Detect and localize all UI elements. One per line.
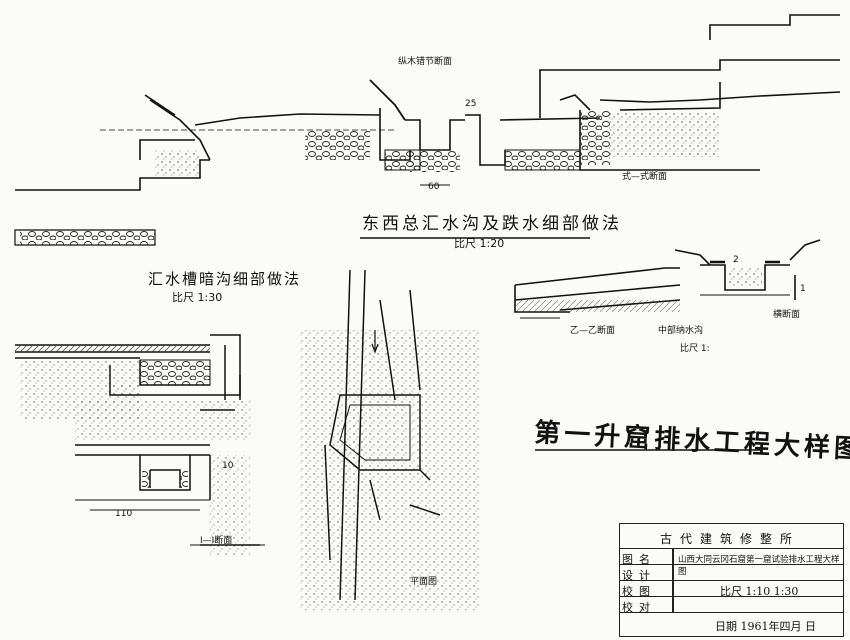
dim-110: 110 [115,509,133,519]
label-section-b: 乙—乙断面 [570,326,616,336]
label-cross-section: 横断面 [773,310,801,320]
label-plan-view: 平面图 [410,577,438,587]
title-culvert-detail: 汇水槽暗沟细部做法 [148,270,302,288]
dim-1: 1 [800,284,806,294]
dim-2: 2 [733,255,739,265]
label-section-1: Ⅰ—Ⅰ断面 [200,536,233,546]
middle-ditch-drawing [674,239,821,300]
row-value-check: 比尺 1:10 1:30 [720,585,799,598]
scale-east-west-ditch: 比尺 1:20 [454,237,505,250]
row-key-name: 图名 [622,553,656,566]
title-block-date: 日期 1961年四月 日 [715,620,816,633]
row-value-name: 山西大同云冈石窟第一窟试验排水工程大样图 [678,555,840,577]
dim-10: 10 [222,461,234,471]
organization-name: 古代建筑修整所 [660,532,801,546]
label-middle-ditch: 中部纳水沟 [658,326,704,336]
row-key-design: 设计 [622,569,656,582]
dim-25: 25 [465,99,477,109]
title-block-row-check: 校图 比尺 1:10 1:30 [620,580,843,598]
row-key-check: 校图 [622,585,656,598]
title-block-divider [672,548,674,612]
title-block-row-design: 设计 [620,564,843,582]
label-section-c: 式—式断面 [622,172,668,182]
title-block-header: 古代建筑修整所 [620,524,843,548]
title-block-row-date: 日期 1961年四月 日 [620,612,843,635]
label-longitudinal: 纵木错节断面 [398,57,453,67]
label-middle-ditch-scale: 比尺 1: [680,344,710,354]
row-key-proof: 校对 [622,601,656,614]
title-block-row-name: 图名 山西大同云冈石窟第一窟试验排水工程大样图 [620,548,843,577]
title-block-row-proof: 校对 [620,596,843,614]
title-underlines [190,237,760,546]
title-east-west-ditch: 东西总汇水沟及跌水细部做法 [362,214,622,234]
dim-60: 60 [428,182,440,192]
title-block: 古代建筑修整所 图名 山西大同云冈石窟第一窟试验排水工程大样图 设计 校图 比尺… [619,523,844,637]
scale-culvert-detail: 比尺 1:30 [172,291,223,304]
